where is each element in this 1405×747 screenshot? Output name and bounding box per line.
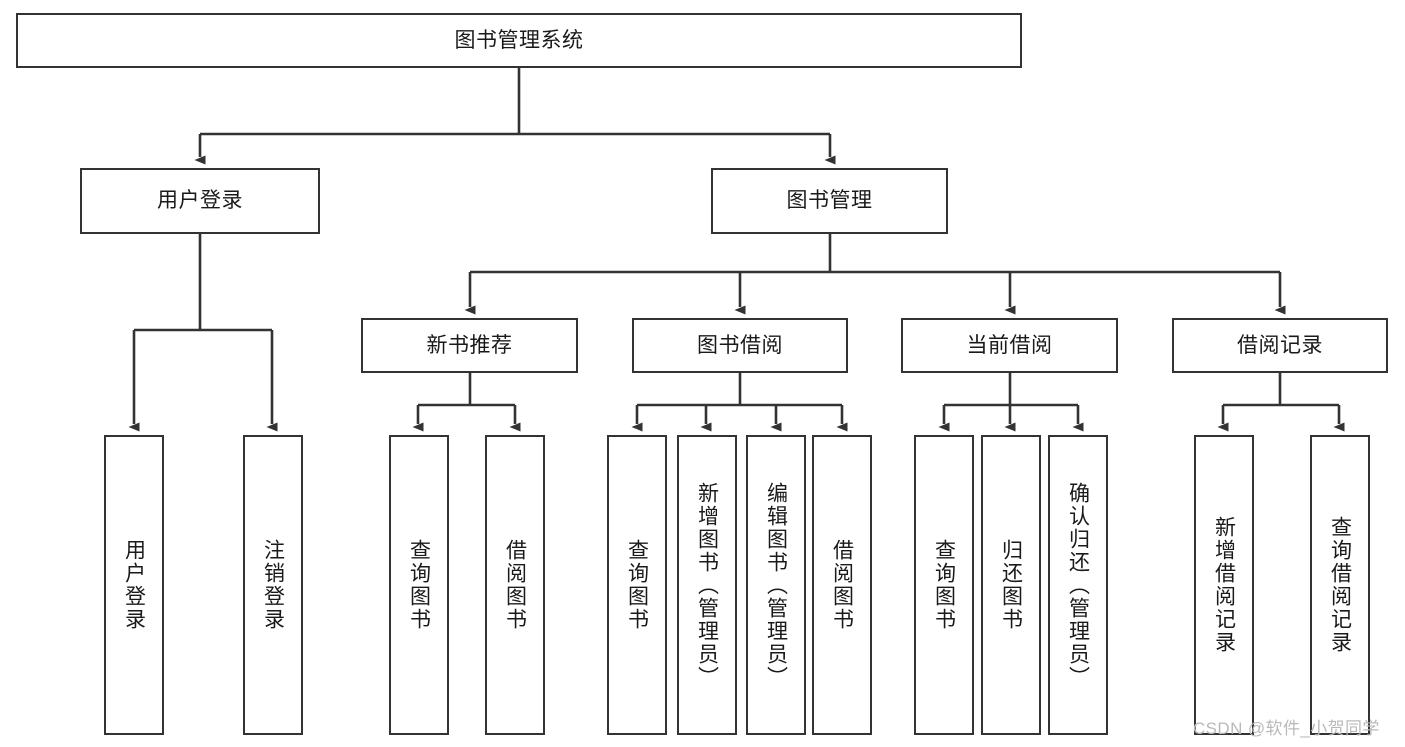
node-label: 图书管理 — [786, 189, 873, 213]
node-label: 查询借阅记录 — [1328, 516, 1352, 654]
leaf-record-add-record[interactable]: 新增借阅记录 — [1194, 435, 1254, 735]
leaf-current-confirm-return-admin[interactable]: 确认归还（管理员） — [1048, 435, 1108, 735]
node-label: 借阅记录 — [1237, 333, 1323, 357]
leaf-recommend-query-book[interactable]: 查询图书 — [389, 435, 449, 735]
leaf-record-query-record[interactable]: 查询借阅记录 — [1310, 435, 1370, 735]
node-label: 借阅图书 — [830, 539, 854, 631]
node-label: 查询图书 — [932, 539, 956, 631]
node-label: 归还图书 — [999, 539, 1023, 631]
node-label: 用户登录 — [157, 189, 243, 213]
leaf-recommend-borrow-book[interactable]: 借阅图书 — [485, 435, 545, 735]
leaf-user-login-logout[interactable]: 注销登录 — [243, 435, 303, 735]
node-label: 编辑图书（管理员） — [764, 481, 788, 689]
node-book-borrow[interactable]: 图书借阅 — [632, 318, 848, 373]
node-root-system[interactable]: 图书管理系统 — [16, 13, 1022, 68]
node-new-book-recommend[interactable]: 新书推荐 — [361, 318, 578, 373]
node-current-borrow[interactable]: 当前借阅 — [901, 318, 1118, 373]
node-label: 用户登录 — [122, 539, 146, 631]
node-label: 借阅图书 — [503, 539, 527, 631]
node-label: 新增图书（管理员） — [695, 481, 719, 689]
leaf-borrow-add-book-admin[interactable]: 新增图书（管理员） — [677, 435, 737, 735]
leaf-borrow-edit-book-admin[interactable]: 编辑图书（管理员） — [746, 435, 806, 735]
node-label: 图书管理系统 — [454, 28, 584, 52]
node-book-management[interactable]: 图书管理 — [711, 168, 948, 234]
node-label: 新书推荐 — [426, 333, 513, 357]
node-label: 图书借阅 — [697, 333, 783, 357]
node-borrow-record[interactable]: 借阅记录 — [1172, 318, 1388, 373]
leaf-current-query-book[interactable]: 查询图书 — [914, 435, 974, 735]
node-user-login[interactable]: 用户登录 — [80, 168, 320, 234]
node-label: 新增借阅记录 — [1212, 516, 1236, 654]
node-label: 查询图书 — [625, 539, 649, 631]
leaf-current-return-book[interactable]: 归还图书 — [981, 435, 1041, 735]
node-label: 注销登录 — [261, 539, 285, 631]
node-label: 确认归还（管理员） — [1066, 481, 1090, 689]
leaf-borrow-borrow-book[interactable]: 借阅图书 — [812, 435, 872, 735]
leaf-user-login-login[interactable]: 用户登录 — [104, 435, 164, 735]
leaf-borrow-query-book[interactable]: 查询图书 — [607, 435, 667, 735]
node-label: 查询图书 — [407, 539, 431, 631]
node-label: 当前借阅 — [966, 333, 1053, 357]
csdn-watermark: CSDN @软件_小贺同学 — [1193, 719, 1380, 738]
